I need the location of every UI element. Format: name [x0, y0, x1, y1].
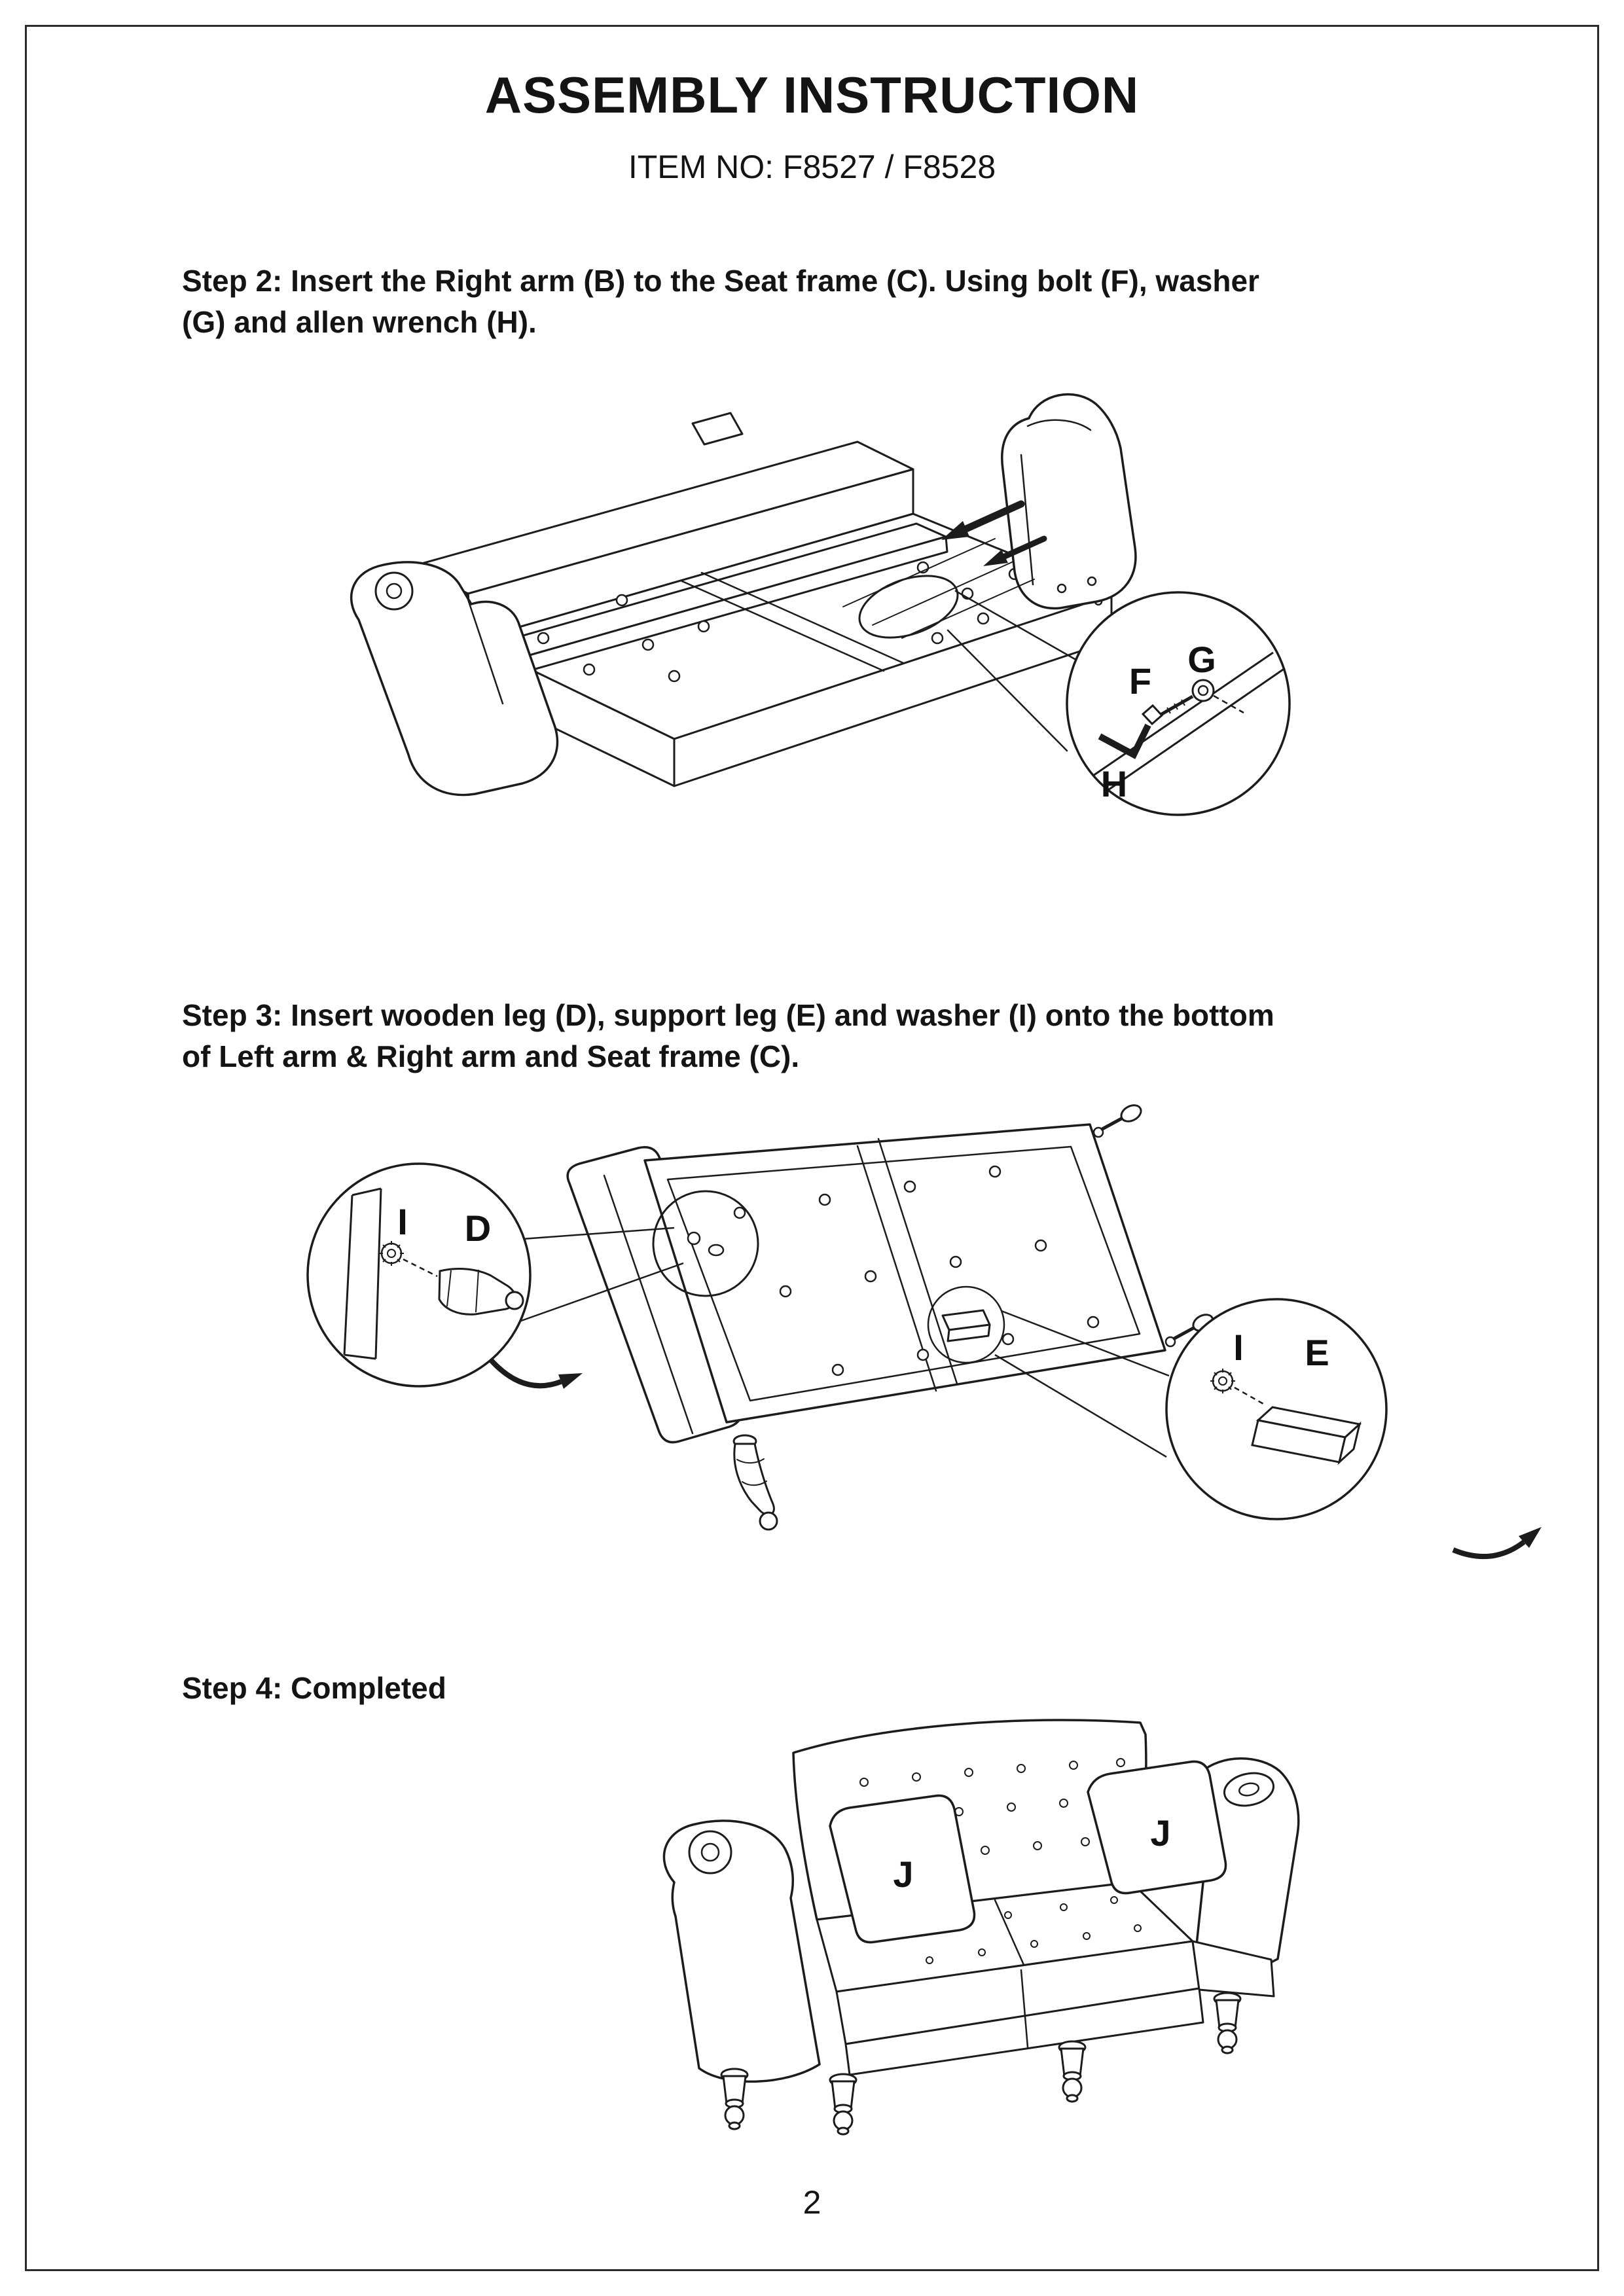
label-e: E: [1305, 1332, 1329, 1373]
wooden-leg-callout: I D: [306, 1162, 684, 1388]
label-h: H: [1101, 763, 1127, 804]
callout-connectors: [994, 1310, 1170, 1458]
rotate-arrow-left: [489, 1358, 583, 1389]
seat-bottom-panel: [643, 1123, 1166, 1424]
page-border: [25, 25, 1599, 2271]
arm-leg-socket: [652, 1190, 759, 1297]
page-number: 2: [803, 2184, 821, 2221]
arm-corner-lines: [343, 1187, 382, 1360]
left-arm: [662, 1820, 821, 2083]
base-rail: [844, 1987, 1204, 2076]
sofa-frame: [350, 393, 1137, 797]
support-leg-socket: [927, 1285, 1005, 1364]
frame-edge-lines: [1092, 651, 1286, 793]
label-j-right: J: [1150, 1812, 1170, 1854]
step4-text: Step 4: Completed: [182, 1671, 446, 1705]
flipped-sofa: [566, 1104, 1214, 1531]
back-bracket: [691, 412, 744, 446]
step4-diagram: J J: [662, 1719, 1300, 2136]
callout-connectors: [947, 590, 1076, 752]
washer-g-icon: [1191, 679, 1215, 702]
pillow-right: J: [1087, 1760, 1227, 1895]
attached-feet: [1092, 1104, 1214, 1348]
support-leg-callout: I E: [994, 1298, 1388, 1520]
crossbar: [681, 571, 905, 672]
right-arm: [1193, 1757, 1300, 1973]
label-g: G: [1187, 639, 1216, 680]
wooden-leg-d-icon: [438, 1268, 524, 1316]
label-d: D: [465, 1208, 491, 1249]
completed-sofa: J J: [662, 1719, 1300, 2136]
bolt-f-icon: [1141, 694, 1194, 726]
item-number: ITEM NO: F8527 / F8528: [628, 149, 996, 185]
label-i-left: I: [397, 1201, 408, 1242]
step2-text: Step 2: Insert the Right arm (B) to the …: [182, 264, 1259, 340]
bolt-guides: [842, 538, 1035, 639]
inserted-wooden-leg: [732, 1434, 778, 1531]
support-leg-e-icon: [1251, 1406, 1362, 1465]
hardware-callout: F G H: [1066, 591, 1291, 816]
label-i-right: I: [1233, 1327, 1244, 1368]
washer-i2-icon: [1210, 1369, 1235, 1393]
label-f: F: [1129, 660, 1151, 702]
callout-connectors: [511, 1227, 684, 1325]
pillow-left: J: [829, 1794, 976, 1944]
label-j-left: J: [893, 1854, 913, 1895]
insert-arrows: [941, 500, 1047, 566]
left-arm: [350, 561, 559, 797]
rotate-arrow-right: [1452, 1527, 1542, 1559]
step3-text: Step 3: Insert wooden leg (D), support l…: [182, 998, 1274, 1074]
washer-i-icon: [379, 1241, 404, 1266]
document-title: ASSEMBLY INSTRUCTION: [484, 66, 1140, 124]
step3-diagram: I D I E: [306, 1104, 1542, 1559]
allen-wrench-h-icon: [1098, 723, 1151, 759]
zoom-source-ellipse: [858, 575, 959, 639]
step2-diagram: F G H: [350, 393, 1291, 816]
screw-holes: [733, 1165, 1100, 1376]
right-arm-b: [1001, 393, 1137, 610]
callout-circle: [306, 1162, 532, 1388]
